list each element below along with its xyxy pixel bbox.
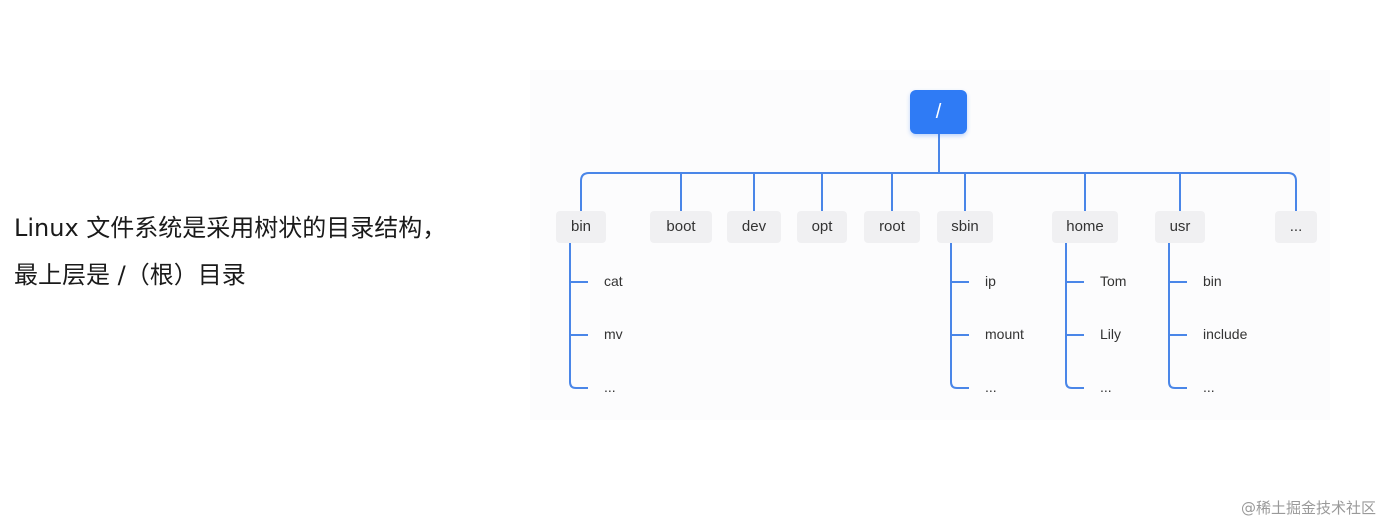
file-leaf: Tom: [1100, 273, 1127, 289]
description-text: Linux 文件系统是采用树状的目录结构， 最上层是 /（根）目录: [14, 205, 446, 299]
root-node: /: [910, 90, 967, 134]
file-leaf: ...: [985, 379, 997, 395]
tree-connectors: [569, 134, 1297, 389]
dir-node: home: [1052, 211, 1118, 243]
dir-node: bin: [556, 211, 606, 243]
file-leaf: ...: [1100, 379, 1112, 395]
description-line-2: 最上层是 /（根）目录: [14, 261, 246, 289]
child-connector-7: [1168, 243, 1187, 389]
description-line-1: Linux 文件系统是采用树状的目录结构，: [14, 214, 447, 242]
dir-node: sbin: [937, 211, 993, 243]
child-connector-6: [1065, 243, 1084, 389]
site-watermark: @稀土掘金技术社区: [1240, 499, 1376, 517]
file-leaf: mv: [604, 326, 623, 342]
file-leaf: include: [1203, 326, 1248, 342]
dir-node: usr: [1155, 211, 1205, 243]
file-leaf: ...: [1203, 379, 1215, 395]
file-leaf: cat: [604, 273, 623, 289]
file-leaf: Lily: [1100, 326, 1122, 342]
file-leaf: bin: [1203, 273, 1222, 289]
file-leaf: ip: [985, 273, 996, 289]
horizontal-rail-connector: [580, 172, 1297, 211]
dir-node: boot: [650, 211, 712, 243]
dir-node: dev: [727, 211, 781, 243]
dir-node: root: [864, 211, 920, 243]
dir-node: ...: [1275, 211, 1317, 243]
child-connector-0: [569, 243, 588, 389]
child-connector-5: [950, 243, 969, 389]
file-leaf: ...: [604, 379, 616, 395]
dir-node: opt: [797, 211, 847, 243]
file-leaf: mount: [985, 326, 1024, 342]
